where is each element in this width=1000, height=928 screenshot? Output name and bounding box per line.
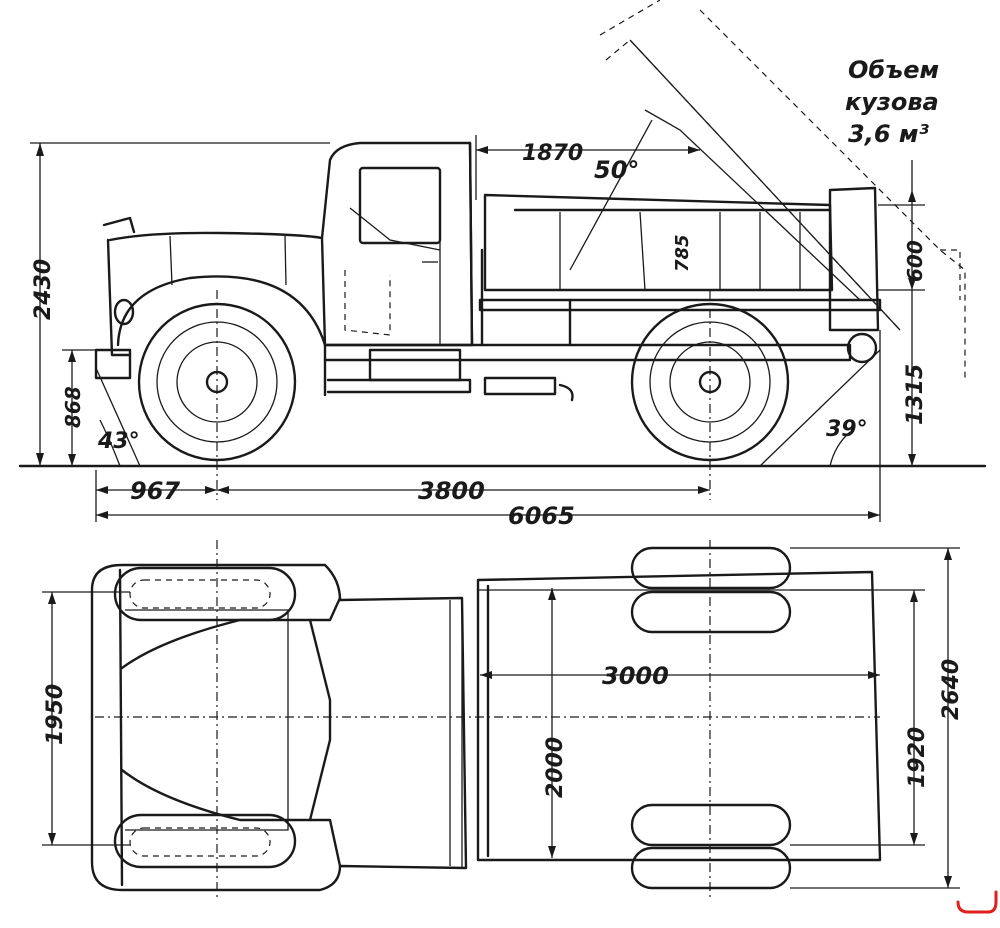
dump-body xyxy=(478,186,882,364)
departure-angle-arc xyxy=(829,431,851,467)
top-rear-wheel-right-inner xyxy=(630,803,792,847)
hood xyxy=(102,216,327,357)
label-body-length: 3000 xyxy=(602,662,669,690)
label-tip-angle: 50° xyxy=(594,156,639,184)
label-rear-track: 1920 xyxy=(905,727,930,788)
label-wheelbase: 3800 xyxy=(418,477,485,505)
dim-overall-height xyxy=(30,142,330,466)
label-overall-width: 2640 xyxy=(939,659,964,720)
label-side-board: 600 xyxy=(903,240,927,282)
dim-body-inner-width xyxy=(548,588,556,858)
label-front-clearance: 868 xyxy=(61,386,85,428)
chassis-frame xyxy=(323,343,852,402)
corner-marker xyxy=(956,890,998,914)
dim-front-overhang xyxy=(96,486,217,494)
front-fender xyxy=(116,275,327,397)
tipped-body-outline xyxy=(569,0,966,380)
top-front-wheel-right xyxy=(113,813,297,869)
label-body-height: 785 xyxy=(672,234,693,272)
dim-cab-to-body xyxy=(475,135,700,200)
side-view: 2430 868 43° 1870 50° 785 600 xyxy=(18,0,987,530)
dim-side-board xyxy=(878,160,925,291)
departure-angle-line xyxy=(759,349,881,467)
dim-overall-width xyxy=(790,547,960,889)
volume-note: Объем кузова 3,6 м³ xyxy=(845,56,939,148)
dim-overall-length xyxy=(95,330,881,522)
label-overall-height: 2430 xyxy=(31,259,56,320)
label-departure-angle: 39° xyxy=(826,417,868,442)
dim-rear-track xyxy=(790,589,925,846)
dim-front-clearance xyxy=(62,349,100,466)
top-rear-wheel-left-inner xyxy=(630,590,792,634)
top-cab-hood xyxy=(90,563,468,892)
top-front-wheel-left xyxy=(113,566,297,622)
label-front-overhang: 967 xyxy=(130,477,180,505)
dim-front-track xyxy=(42,591,130,846)
top-rear-wheel-right-outer xyxy=(630,846,792,890)
label-overall-length: 6065 xyxy=(508,502,575,530)
svg-text:кузова: кузова xyxy=(845,88,939,116)
top-dump-body xyxy=(476,570,882,862)
dim-wheelbase xyxy=(217,486,710,494)
label-approach-angle: 43° xyxy=(97,429,140,454)
cab xyxy=(320,141,474,347)
top-rear-wheel-left-outer xyxy=(630,546,792,590)
label-rear-height: 1315 xyxy=(903,364,928,425)
approach-angle-line xyxy=(95,367,141,467)
label-cab-to-body: 1870 xyxy=(522,141,583,166)
dim-rear-height xyxy=(908,290,916,466)
label-front-track: 1950 xyxy=(43,684,68,745)
label-body-inner-width: 2000 xyxy=(543,737,568,798)
approach-angle-arc xyxy=(99,419,121,467)
svg-text:3,6 м³: 3,6 м³ xyxy=(848,120,929,148)
dim-body-length xyxy=(480,671,880,679)
svg-text:Объем: Объем xyxy=(848,56,939,84)
top-view: 1950 3000 2000 1920 xyxy=(42,540,964,900)
